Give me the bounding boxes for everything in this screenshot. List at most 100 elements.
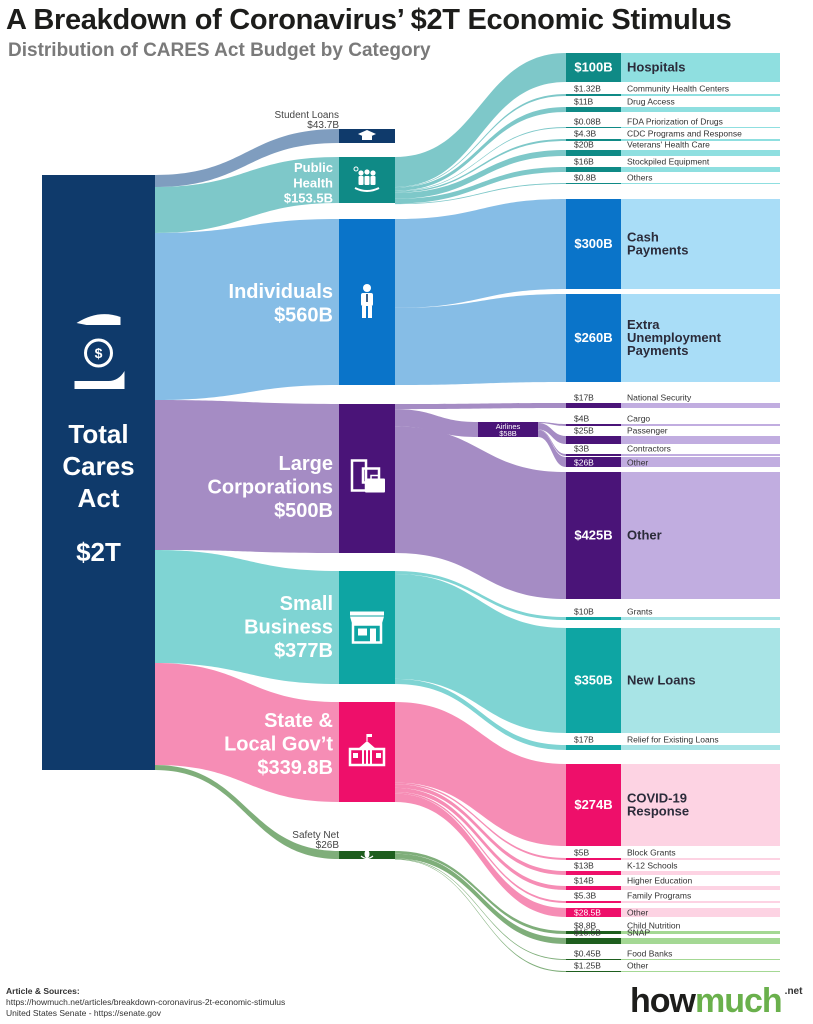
- category-label: Safety Net: [292, 830, 339, 841]
- leaf-value-bar: [566, 617, 621, 620]
- flow-leaf: [395, 183, 566, 205]
- leaf-value-bar: [566, 107, 621, 112]
- category-label: Local Gov’t: [224, 734, 333, 756]
- howmuch-logo[interactable]: howmuch.net: [630, 982, 802, 1021]
- leaf-label-band: [621, 901, 780, 903]
- leaf-label: Stockpiled Equipment: [627, 157, 710, 167]
- leaf-value: $11B: [574, 97, 594, 107]
- leaf-label-band: [621, 167, 780, 172]
- flow-leaf: [395, 127, 566, 192]
- category-label: Business: [244, 617, 333, 639]
- leaf-label: SNAP: [627, 928, 650, 938]
- leaf-label-band: [621, 139, 780, 141]
- flow-leaf: [395, 426, 566, 599]
- leaf-value-block: [566, 764, 621, 846]
- leaf-value: $5B: [574, 848, 589, 858]
- leaf-label-band: [621, 971, 780, 972]
- flow-leaf: [395, 294, 566, 385]
- airlines-label: $58B: [499, 429, 517, 438]
- leaf-value: $20B: [574, 140, 594, 150]
- leaf-label-band: [621, 424, 780, 426]
- leaf-value: $300B: [574, 236, 612, 251]
- category-label: $43.7B: [307, 120, 339, 131]
- flow-leaf: [395, 787, 566, 890]
- category-label: Public: [294, 160, 333, 175]
- leaf-label-band: [621, 617, 780, 620]
- leaf-value-bar: [566, 127, 621, 128]
- leaf-label: Relief for Existing Loans: [627, 735, 719, 745]
- flow-leaf: [395, 678, 566, 750]
- graduation-cap-icon: [358, 130, 376, 140]
- category-label: $26B: [316, 840, 340, 851]
- category-label: $377B: [274, 640, 333, 662]
- leaf-label: Extra: [627, 317, 660, 332]
- leaf-value: $5.3B: [574, 891, 597, 901]
- flow-leaf: [395, 784, 566, 875]
- leaf-value: $0.45B: [574, 949, 601, 959]
- source-link-article[interactable]: https://howmuch.net/articles/breakdown-c…: [6, 997, 286, 1007]
- leaf-value: $274B: [574, 797, 612, 812]
- wheat-hands-icon: [360, 850, 374, 860]
- leaf-value: $0.08B: [574, 117, 601, 127]
- total-label: Act: [78, 483, 120, 513]
- flow-safety_net: [155, 765, 339, 859]
- category-label: Student Loans: [275, 110, 340, 121]
- leaf-node: $11B Drug Access: [566, 97, 780, 112]
- total-label: Total: [68, 419, 128, 449]
- page-subtitle: Distribution of CARES Act Budget by Cate…: [8, 40, 431, 61]
- leaf-value: $0.8B: [574, 173, 597, 183]
- leaf-value-bar: [566, 454, 621, 456]
- leaf-label: Higher Education: [627, 876, 692, 886]
- category-node-individuals: Individuals$560B: [229, 219, 395, 385]
- hands-money-cycle-icon: $: [74, 314, 125, 389]
- leaf-value-bar: [566, 424, 621, 426]
- leaf-value: $425B: [574, 528, 612, 543]
- leaf-value-bar: [566, 745, 621, 750]
- category-label: Individuals: [229, 281, 333, 303]
- leaf-value: $8.8B: [574, 921, 597, 931]
- leaf-value-bar: [566, 167, 621, 172]
- leaf-value: $260B: [574, 330, 612, 345]
- category-label: $560B: [274, 305, 333, 327]
- leaf-value-bar: [566, 971, 621, 972]
- leaf-value-block: [566, 628, 621, 733]
- leaf-value-bar: [566, 908, 621, 917]
- sources-heading: Article & Sources:: [6, 986, 80, 996]
- leaf-label: New Loans: [627, 673, 696, 688]
- leaf-label: Drug Access: [627, 97, 675, 107]
- flow-individuals: [155, 219, 339, 400]
- leaf-label: Unemployment: [627, 330, 722, 345]
- leaf-value: $350B: [574, 673, 612, 688]
- leaf-label-band: [621, 127, 780, 128]
- flow-airlines-leaf: [538, 429, 566, 456]
- source-link-senate[interactable]: United States Senate - https://senate.go…: [6, 1008, 161, 1018]
- flow-leaf: [395, 858, 566, 960]
- flow-leaf: [395, 94, 566, 188]
- leaf-label-band: [621, 908, 780, 917]
- leaf-label: Contractors: [627, 444, 671, 454]
- leaf-value: $100B: [574, 60, 612, 75]
- leaf-value: $10B: [574, 607, 594, 617]
- category-nodes: Student Loans$43.7BPublicHealth$153.5BIn…: [207, 110, 395, 860]
- leaf-label-band: [621, 294, 780, 382]
- flow-leaf: [395, 853, 566, 944]
- leaf-label-band: [621, 454, 780, 456]
- leaf-value-bar: [566, 858, 621, 860]
- leaf-value-bar: [566, 959, 621, 960]
- leaf-label-band: [621, 53, 780, 82]
- flow-small_business: [155, 550, 339, 684]
- leaf-label-band: [621, 94, 780, 96]
